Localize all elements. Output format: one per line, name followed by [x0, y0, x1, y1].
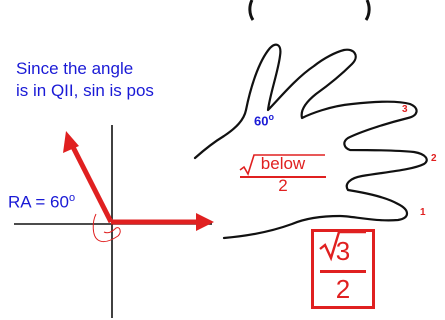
- ra-degree: o: [68, 192, 76, 204]
- terminal-side-line: [69, 143, 114, 224]
- hint-numerator: below: [260, 154, 306, 173]
- hand-outline: [193, 43, 428, 240]
- ra-text: RA = 60: [8, 192, 69, 212]
- finger-number-2: 2: [431, 153, 437, 164]
- answer-box: 3 2: [311, 229, 375, 309]
- answer-fraction-bar: [320, 270, 366, 273]
- terminal-side-arrowhead: [63, 131, 79, 153]
- hand-angle-degree: o: [268, 112, 274, 122]
- answer-denominator: 2: [335, 274, 351, 304]
- hint-fraction-bar: [240, 176, 326, 178]
- top-paren-left: [248, 0, 255, 21]
- reference-angle-label: RA = 60o: [8, 192, 75, 213]
- top-paren-right: [364, 0, 371, 21]
- answer-sqrt-sign: [319, 230, 366, 262]
- initial-side-arrowhead: [196, 213, 214, 231]
- note-line-1: Since the angle: [16, 59, 134, 78]
- hint-sqrt-sign: [239, 154, 325, 176]
- hint-denominator: 2: [278, 176, 288, 195]
- hint-fraction: below 2: [240, 154, 326, 196]
- angle-scribble: [92, 213, 121, 243]
- hand-angle-value: 60: [254, 113, 269, 129]
- finger-number-1: 1: [420, 207, 426, 218]
- hand-angle-label: 60o: [254, 112, 274, 128]
- answer-numerator: 3: [335, 236, 351, 266]
- note-line-2: is in QII, sin is pos: [16, 81, 154, 100]
- finger-number-3: 3: [402, 104, 408, 115]
- quadrant-note: Since the angle is in QII, sin is pos: [16, 58, 154, 102]
